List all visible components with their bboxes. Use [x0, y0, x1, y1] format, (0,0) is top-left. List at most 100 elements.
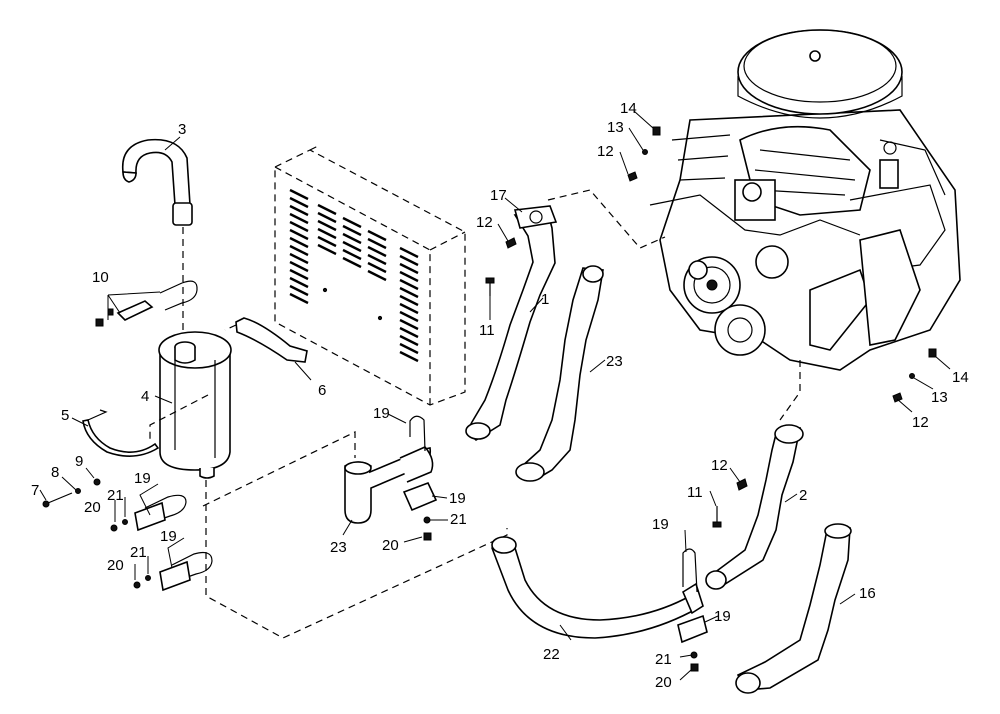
louver-slot [289, 188, 309, 201]
muffler [158, 331, 232, 479]
muffler-band-clamp [82, 419, 160, 457]
engine-assembly [649, 29, 961, 371]
louver-slot [399, 270, 419, 283]
louver-slot [399, 310, 419, 323]
louver-slot [317, 235, 337, 248]
callout-7: 7 [31, 482, 39, 499]
exhaust-pipe-1 [465, 205, 558, 441]
callout-5: 5 [61, 407, 69, 424]
louver-slot [342, 216, 362, 229]
louver-slot [399, 318, 419, 331]
louver-slot [289, 228, 309, 241]
clamp-lower-right [677, 548, 708, 672]
exhaust-pipe-16 [735, 523, 852, 694]
louver-slot [289, 292, 309, 305]
callout-3: 3 [178, 121, 186, 138]
callout-9: 9 [75, 453, 83, 470]
heat-shield-strap [235, 317, 308, 363]
louver-slot [289, 196, 309, 209]
engine-alignment-path-2 [779, 360, 801, 421]
callout-13b: 13 [931, 389, 948, 406]
louver-slot [399, 254, 419, 267]
pipe2-hardware [712, 478, 748, 528]
clamp-middle [402, 415, 438, 541]
louver-slot [367, 237, 387, 250]
elbow-pipe-middle [344, 446, 434, 524]
alignment-dashed-path-2 [202, 431, 356, 507]
callout-12b: 12 [597, 143, 614, 160]
louver-slot [367, 229, 387, 242]
exhaust-pipe-22 [491, 536, 704, 639]
callout-21b: 21 [130, 544, 147, 561]
callout-14b: 14 [952, 369, 969, 386]
louver-slot [399, 294, 419, 307]
louver-slot [399, 326, 419, 339]
louver-slot [399, 342, 419, 355]
callout-19d: 19 [449, 490, 466, 507]
louver-slot [289, 244, 309, 257]
louver-slot [342, 256, 362, 269]
louver-slot [317, 219, 337, 232]
louver-slot [317, 227, 337, 240]
louver-slot [289, 220, 309, 233]
pipe1-hardware [485, 237, 517, 296]
louver-slot [399, 262, 419, 275]
manifold-hardware-upper [627, 126, 661, 182]
callout-16: 16 [859, 585, 876, 602]
callout-20b: 20 [107, 557, 124, 574]
louver-slot [399, 278, 419, 291]
callout-10: 10 [92, 269, 109, 286]
callout-labels: 1 2 3 4 5 6 7 8 9 10 11 11 12 12 12 12 1… [31, 100, 969, 691]
callout-19e: 19 [652, 516, 669, 533]
callout-21d: 21 [655, 651, 672, 668]
lower-clamps-left [110, 494, 213, 592]
louver-slot [342, 224, 362, 237]
louver-slot [367, 253, 387, 266]
callout-19b: 19 [160, 528, 177, 545]
callout-21a: 21 [107, 487, 124, 504]
louver-slot [289, 236, 309, 249]
exhaust-pipe-23 [515, 265, 604, 482]
callout-19f: 19 [714, 608, 731, 625]
engine-alignment-path [547, 189, 666, 249]
callout-22: 22 [543, 646, 560, 663]
callout-20c: 20 [382, 537, 399, 554]
exhaust-elbow-pipe [121, 138, 193, 226]
louver-slot [399, 246, 419, 259]
callout-13a: 13 [607, 119, 624, 136]
callout-6: 6 [318, 382, 326, 399]
callout-12d: 12 [912, 414, 929, 431]
louver-slot [367, 261, 387, 274]
louver-slot [399, 286, 419, 299]
louver-slot [289, 212, 309, 225]
callout-2: 2 [799, 487, 807, 504]
bolt-washer-stack [42, 478, 101, 508]
louver-slot [342, 232, 362, 245]
louver-slot [317, 203, 337, 216]
callout-23b: 23 [606, 353, 623, 370]
callout-11a: 11 [479, 322, 495, 339]
callout-20d: 20 [655, 674, 672, 691]
louver-slot [342, 248, 362, 261]
callout-11b: 11 [687, 484, 703, 501]
callout-12c: 12 [711, 457, 728, 474]
callout-12a: 12 [476, 214, 493, 231]
louver-slot [317, 211, 337, 224]
callout-21c: 21 [450, 511, 467, 528]
callout-8: 8 [51, 464, 59, 481]
callout-4: 4 [141, 388, 149, 405]
callout-17: 17 [490, 187, 507, 204]
louver-slot [342, 240, 362, 253]
louver-slot [399, 334, 419, 347]
panel-screen [274, 144, 466, 406]
louver-slot [289, 268, 309, 281]
callout-19c: 19 [373, 405, 390, 422]
louver-slot [289, 252, 309, 265]
louver-slot [317, 243, 337, 256]
louver-slot [367, 269, 387, 282]
callout-20a: 20 [84, 499, 101, 516]
u-bolt-clamp [95, 280, 198, 327]
exhaust-pipe-2 [705, 424, 804, 590]
louver-slot [399, 350, 419, 363]
